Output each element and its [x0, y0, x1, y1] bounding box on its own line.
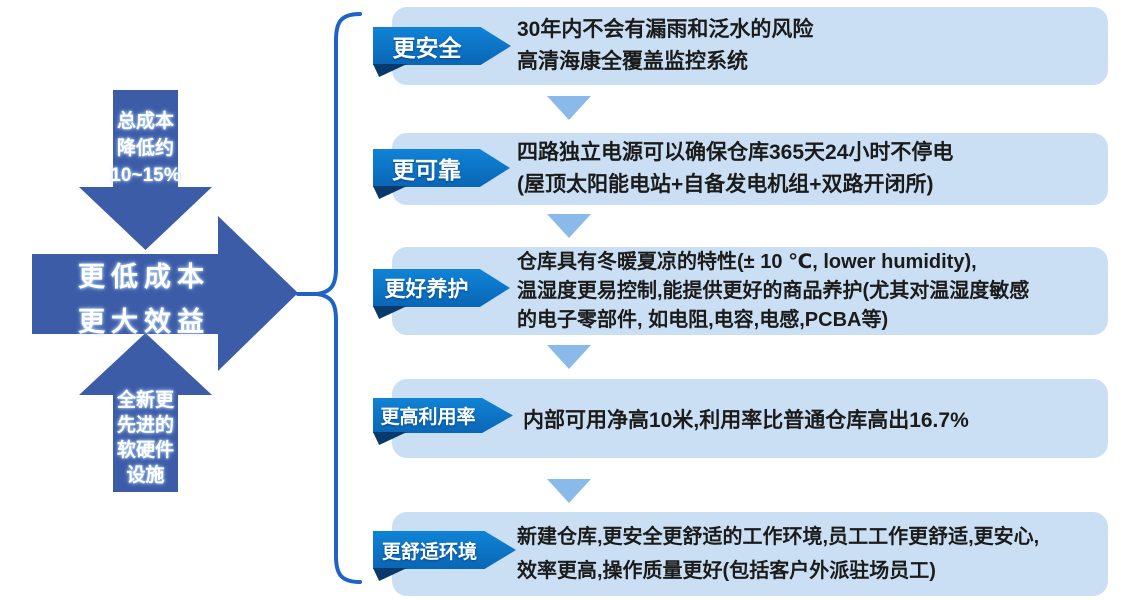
- arrow-text-line: 设施: [126, 465, 165, 486]
- arrow-text-line: 降低约: [116, 138, 174, 159]
- benefit-label-utilization: 更高利用率: [373, 398, 513, 433]
- benefit-text-line: (屋顶太阳能电站+自备发电机组+双路开闭所): [517, 173, 934, 196]
- benefit-label-reliability: 更可靠: [373, 149, 510, 187]
- arrow-text-line: 10~15%: [110, 165, 181, 186]
- benefit-text-line: 的电子零部件, 如电阻,电容,电感,PCBA等): [517, 308, 889, 331]
- arrow-text-line: 总成本: [116, 111, 174, 132]
- benefit-text-line: 仓库具有冬暖夏凉的特性(± 10 ℃, lower humidity),: [517, 250, 977, 273]
- benefit-label-environment: 更舒适环境: [373, 531, 516, 569]
- benefit-text-line: 高清海康全覆盖监控系统: [517, 50, 748, 73]
- benefit-box-maintenance: 仓库具有冬暖夏凉的特性(± 10 ℃, lower humidity), 温湿度…: [392, 247, 1108, 335]
- arrow-text-line: 全新更: [116, 390, 174, 411]
- benefit-box-utilization: 内部可用净高10米,利用率比普通仓库高出16.7%: [392, 379, 1108, 458]
- benefit-text-line: 四路独立电源可以确保仓库365天24小时不停电: [517, 141, 954, 164]
- benefit-box-safety: 30年内不会有漏雨和泛水的风险 高清海康全覆盖监控系统: [392, 7, 1108, 85]
- benefit-box-environment: 新建仓库,更安全更舒适的工作环境,员工工作更舒适,更安心, 效率更高,操作质量更…: [392, 512, 1108, 596]
- main-benefit-arrow-text: 更低成本 更大效益: [38, 255, 250, 345]
- benefit-text-line: 新建仓库,更安全更舒适的工作环境,员工工作更舒适,更安心,: [517, 526, 1040, 548]
- arrow-text-line: 先进的: [116, 415, 174, 436]
- benefit-text-line: 30年内不会有漏雨和泛水的风险: [517, 18, 814, 41]
- benefit-text-line: 内部可用净高10米,利用率比普通仓库高出16.7%: [523, 408, 969, 432]
- arrow-text-line: 更大效益: [78, 307, 210, 337]
- arrow-text-line: 更低成本: [78, 262, 210, 292]
- benefit-box-reliability: 四路独立电源可以确保仓库365天24小时不停电 (屋顶太阳能电站+自备发电机组+…: [392, 133, 1108, 205]
- benefit-text-line: 效率更高,操作质量更好(包括客户外派驻场员工): [517, 560, 936, 582]
- arrow-text-line: 软硬件: [116, 440, 174, 461]
- up-arrow-icon: [79, 333, 212, 492]
- benefit-label-safety: 更安全: [373, 27, 511, 65]
- down-arrow-icon: [79, 90, 212, 250]
- curly-brace-icon: [316, 12, 362, 584]
- total-cost-arrow-text: 总成本 降低约 10~15%: [95, 108, 196, 189]
- benefit-text-line: 温湿度更易控制,能提供更好的商品养护(尤其对温湿度敏感: [517, 279, 1030, 302]
- facilities-arrow-text: 全新更 先进的 软硬件 设施: [95, 388, 196, 488]
- right-arrow-icon: [32, 216, 298, 371]
- benefit-label-maintenance: 更好养护: [373, 269, 510, 307]
